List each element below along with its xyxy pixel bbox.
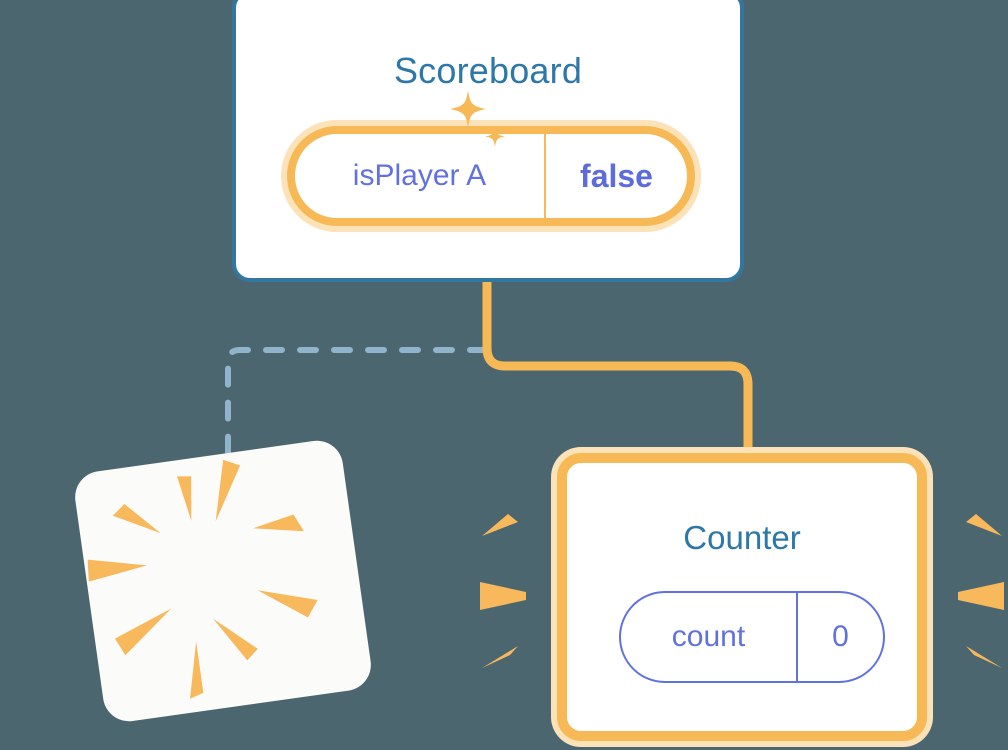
burst-ray (87, 559, 148, 582)
burst-ray (112, 503, 161, 534)
counter-title: Counter (683, 519, 801, 556)
burst-ray (966, 646, 1002, 668)
counter-card[interactable]: Counter count 0 (557, 453, 927, 741)
burst-ray (114, 608, 172, 656)
burst-ray (176, 476, 192, 521)
counter-burst-rays-right (958, 514, 1004, 668)
burst-ray (252, 514, 304, 532)
counter-burst-rays-left (480, 514, 526, 668)
scoreboard-property-pill-body[interactable]: isPlayer A false (287, 126, 695, 226)
counter-pill-divider (796, 593, 798, 681)
counter-property-value: 0 (832, 620, 849, 653)
burst-ray (482, 514, 518, 536)
burst-ray (958, 582, 1004, 610)
connector-scoreboard-to-blank-card (225, 347, 489, 493)
scoreboard-property-pill[interactable]: isPlayer A false (281, 120, 701, 232)
burst-ray (966, 514, 1002, 536)
blank-card-burst-rays (87, 459, 318, 699)
sparkle-large-icon (450, 90, 486, 128)
scoreboard-property-name: isPlayer A (352, 159, 487, 192)
burst-ray (190, 641, 204, 699)
scoreboard-card[interactable]: Scoreboard isPlayer A false (232, 0, 744, 282)
counter-property-name: count (671, 620, 746, 653)
blank-card[interactable] (71, 437, 375, 725)
burst-ray (257, 590, 318, 618)
burst-ray (213, 618, 258, 661)
connector-scoreboard-to-counter (482, 282, 753, 470)
burst-ray (480, 582, 526, 610)
scoreboard-title: Scoreboard (393, 50, 583, 91)
sparkle-icon-group (450, 90, 505, 147)
scoreboard-pill-divider (544, 134, 546, 218)
burst-ray (215, 459, 241, 522)
counter-property-pill[interactable]: count 0 (619, 591, 885, 683)
sparkle-small-icon (485, 126, 505, 147)
scoreboard-property-value: false (580, 157, 653, 194)
burst-ray (482, 646, 518, 668)
